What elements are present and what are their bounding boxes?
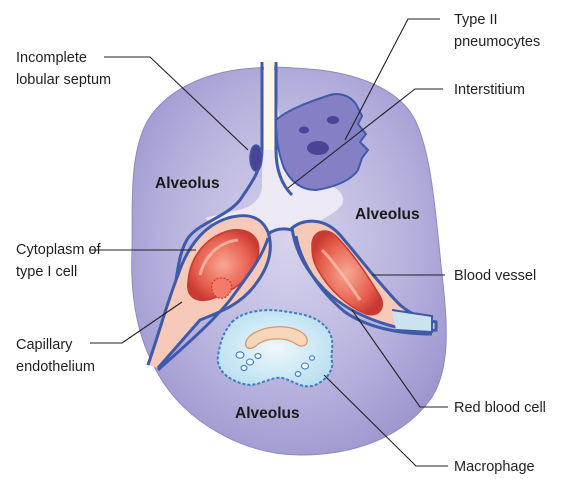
label-incomplete-septum: Incomplete lobular septum bbox=[16, 50, 111, 88]
label-interstitium: Interstitium bbox=[454, 82, 525, 98]
macrophage-vacuole bbox=[241, 365, 247, 370]
pneumocyte-nucleus bbox=[299, 127, 309, 134]
type1-cell-nucleus bbox=[250, 145, 262, 171]
alveolus-label-bottom: Alveolus bbox=[235, 405, 300, 422]
pneumocyte-nucleus bbox=[307, 141, 329, 155]
label-macrophage: Macrophage bbox=[454, 459, 535, 475]
macrophage-vacuole bbox=[255, 354, 261, 359]
alveolus-label-right: Alveolus bbox=[355, 206, 420, 223]
label-type2-pneumocytes: Type II pneumocytes bbox=[454, 12, 540, 50]
macrophage-vacuole bbox=[310, 356, 315, 360]
label-blood-vessel: Blood vessel bbox=[454, 268, 536, 284]
macrophage-vacuole bbox=[247, 359, 254, 365]
macrophage bbox=[218, 310, 333, 386]
pneumocyte-nucleus bbox=[327, 116, 339, 124]
left-rbc-crenated bbox=[212, 278, 232, 298]
septum-fiber bbox=[264, 60, 274, 150]
label-red-blood-cell: Red blood cell bbox=[454, 400, 546, 416]
label-cytoplasm-type1: Cytoplasm of type I cell bbox=[16, 242, 105, 280]
macrophage-vacuole bbox=[295, 372, 301, 377]
alveolus-label-left: Alveolus bbox=[155, 175, 220, 192]
label-capillary-endothelium: Capillary endothelium bbox=[16, 337, 95, 375]
macrophage-vacuole bbox=[302, 363, 309, 369]
macrophage-vacuole bbox=[236, 352, 244, 358]
